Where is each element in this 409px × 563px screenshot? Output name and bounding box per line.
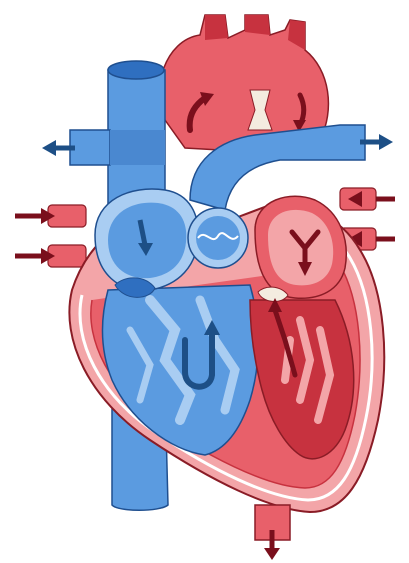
left-atrium [255, 196, 346, 298]
vena-cava-opening [108, 61, 164, 79]
pulmonary-valve [188, 208, 248, 268]
aorta-lower-arrow-head [264, 548, 280, 560]
pulmonary-branch-left-inner [110, 130, 165, 165]
left-pulmonary-veins [15, 205, 86, 267]
aorta-branch-1 [205, 15, 228, 40]
pulmonary-branch-left [70, 130, 110, 165]
aorta-branch-2 [245, 15, 270, 35]
pa-left-arrow-head [42, 140, 56, 156]
ra-inner [108, 203, 186, 279]
descending-aorta [255, 505, 290, 560]
pa-right-arrow-head [379, 134, 393, 150]
